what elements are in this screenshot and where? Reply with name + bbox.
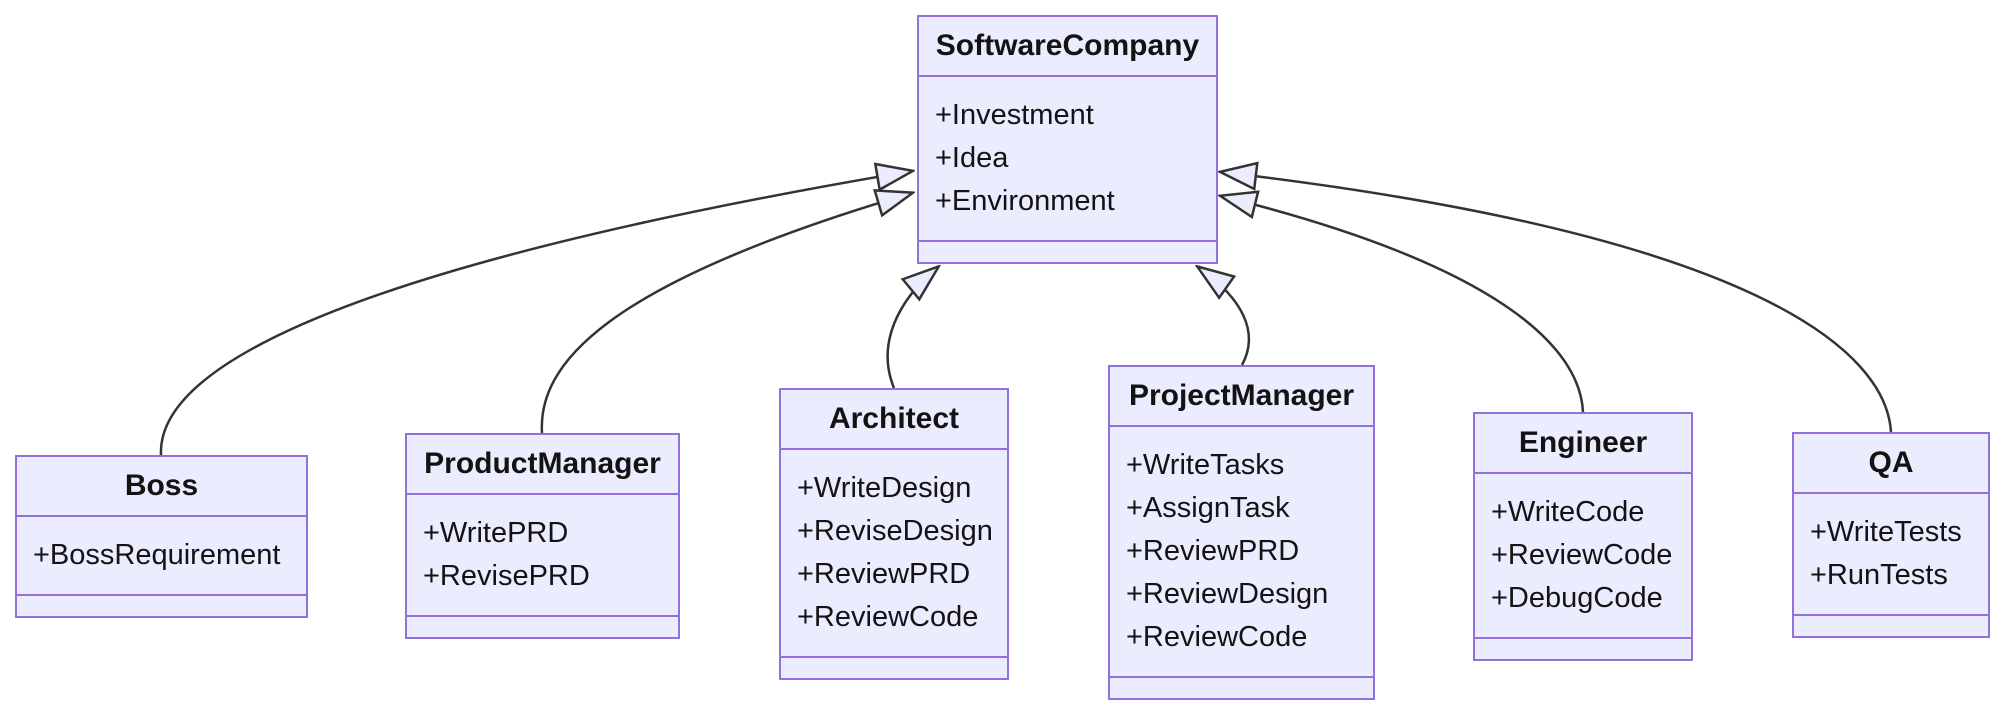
class-member: +WriteDesign bbox=[797, 472, 972, 504]
class-methods-empty bbox=[1110, 676, 1373, 698]
class-member: +WriteCode bbox=[1491, 496, 1645, 528]
class-title: Architect bbox=[781, 390, 1007, 450]
class-methods-empty bbox=[781, 656, 1007, 678]
class-node-projectmanager: ProjectManager +WriteTasks +AssignTask +… bbox=[1108, 365, 1375, 700]
class-member: +BossRequirement bbox=[33, 539, 281, 571]
edge-engineer-to-softwarecompany bbox=[1221, 196, 1585, 413]
class-member: +ReviseDesign bbox=[797, 515, 993, 547]
class-members: +WriteCode +ReviewCode +DebugCode bbox=[1475, 474, 1691, 637]
class-member: +WriteTests bbox=[1810, 516, 1962, 548]
class-member: +AssignTask bbox=[1126, 492, 1290, 524]
edge-qa-to-softwarecompany bbox=[1221, 172, 1893, 433]
class-members: +WritePRD +RevisePRD bbox=[407, 495, 678, 615]
class-members: +BossRequirement bbox=[17, 517, 306, 594]
class-member: +Investment bbox=[935, 99, 1094, 131]
class-title: ProjectManager bbox=[1110, 367, 1373, 427]
class-members: +WriteTests +RunTests bbox=[1794, 494, 1988, 614]
class-member: +Idea bbox=[935, 142, 1009, 174]
class-member: +DebugCode bbox=[1491, 582, 1663, 614]
class-member: +ReviewDesign bbox=[1126, 578, 1329, 610]
edge-projectmanager-to-softwarecompany bbox=[1198, 267, 1251, 366]
class-member: +ReviewCode bbox=[1126, 621, 1308, 653]
class-member: +ReviewPRD bbox=[797, 558, 971, 590]
class-node-qa: QA +WriteTests +RunTests bbox=[1792, 432, 1990, 638]
class-member: +ReviewCode bbox=[797, 601, 979, 633]
class-node-softwarecompany: SoftwareCompany +Investment +Idea +Envir… bbox=[917, 15, 1218, 264]
class-member: +Environment bbox=[935, 185, 1115, 217]
class-methods-empty bbox=[17, 594, 306, 616]
class-title: SoftwareCompany bbox=[919, 17, 1216, 77]
edge-productmanager-to-softwarecompany bbox=[540, 193, 912, 434]
class-methods-empty bbox=[919, 240, 1216, 262]
class-member: +RunTests bbox=[1810, 559, 1948, 591]
class-members: +WriteTasks +AssignTask +ReviewPRD +Revi… bbox=[1110, 427, 1373, 676]
class-node-boss: Boss +BossRequirement bbox=[15, 455, 308, 618]
class-methods-empty bbox=[407, 615, 678, 637]
class-member: +ReviewPRD bbox=[1126, 535, 1300, 567]
edge-architect-to-softwarecompany bbox=[886, 267, 938, 389]
class-members: +WriteDesign +ReviseDesign +ReviewPRD +R… bbox=[781, 450, 1007, 656]
class-title: Engineer bbox=[1475, 414, 1691, 474]
class-title: QA bbox=[1794, 434, 1988, 494]
class-member: +WritePRD bbox=[423, 517, 569, 549]
class-node-productmanager: ProductManager +WritePRD +RevisePRD bbox=[405, 433, 680, 639]
class-methods-empty bbox=[1794, 614, 1988, 636]
class-member: +ReviewCode bbox=[1491, 539, 1673, 571]
class-members: +Investment +Idea +Environment bbox=[919, 77, 1216, 240]
class-methods-empty bbox=[1475, 637, 1691, 659]
class-title: Boss bbox=[17, 457, 306, 517]
class-node-architect: Architect +WriteDesign +ReviseDesign +Re… bbox=[779, 388, 1009, 680]
class-node-engineer: Engineer +WriteCode +ReviewCode +DebugCo… bbox=[1473, 412, 1693, 661]
class-member: +RevisePRD bbox=[423, 560, 590, 592]
class-title: ProductManager bbox=[407, 435, 678, 495]
class-member: +WriteTasks bbox=[1126, 449, 1285, 481]
edge-boss-to-softwarecompany bbox=[159, 171, 912, 456]
